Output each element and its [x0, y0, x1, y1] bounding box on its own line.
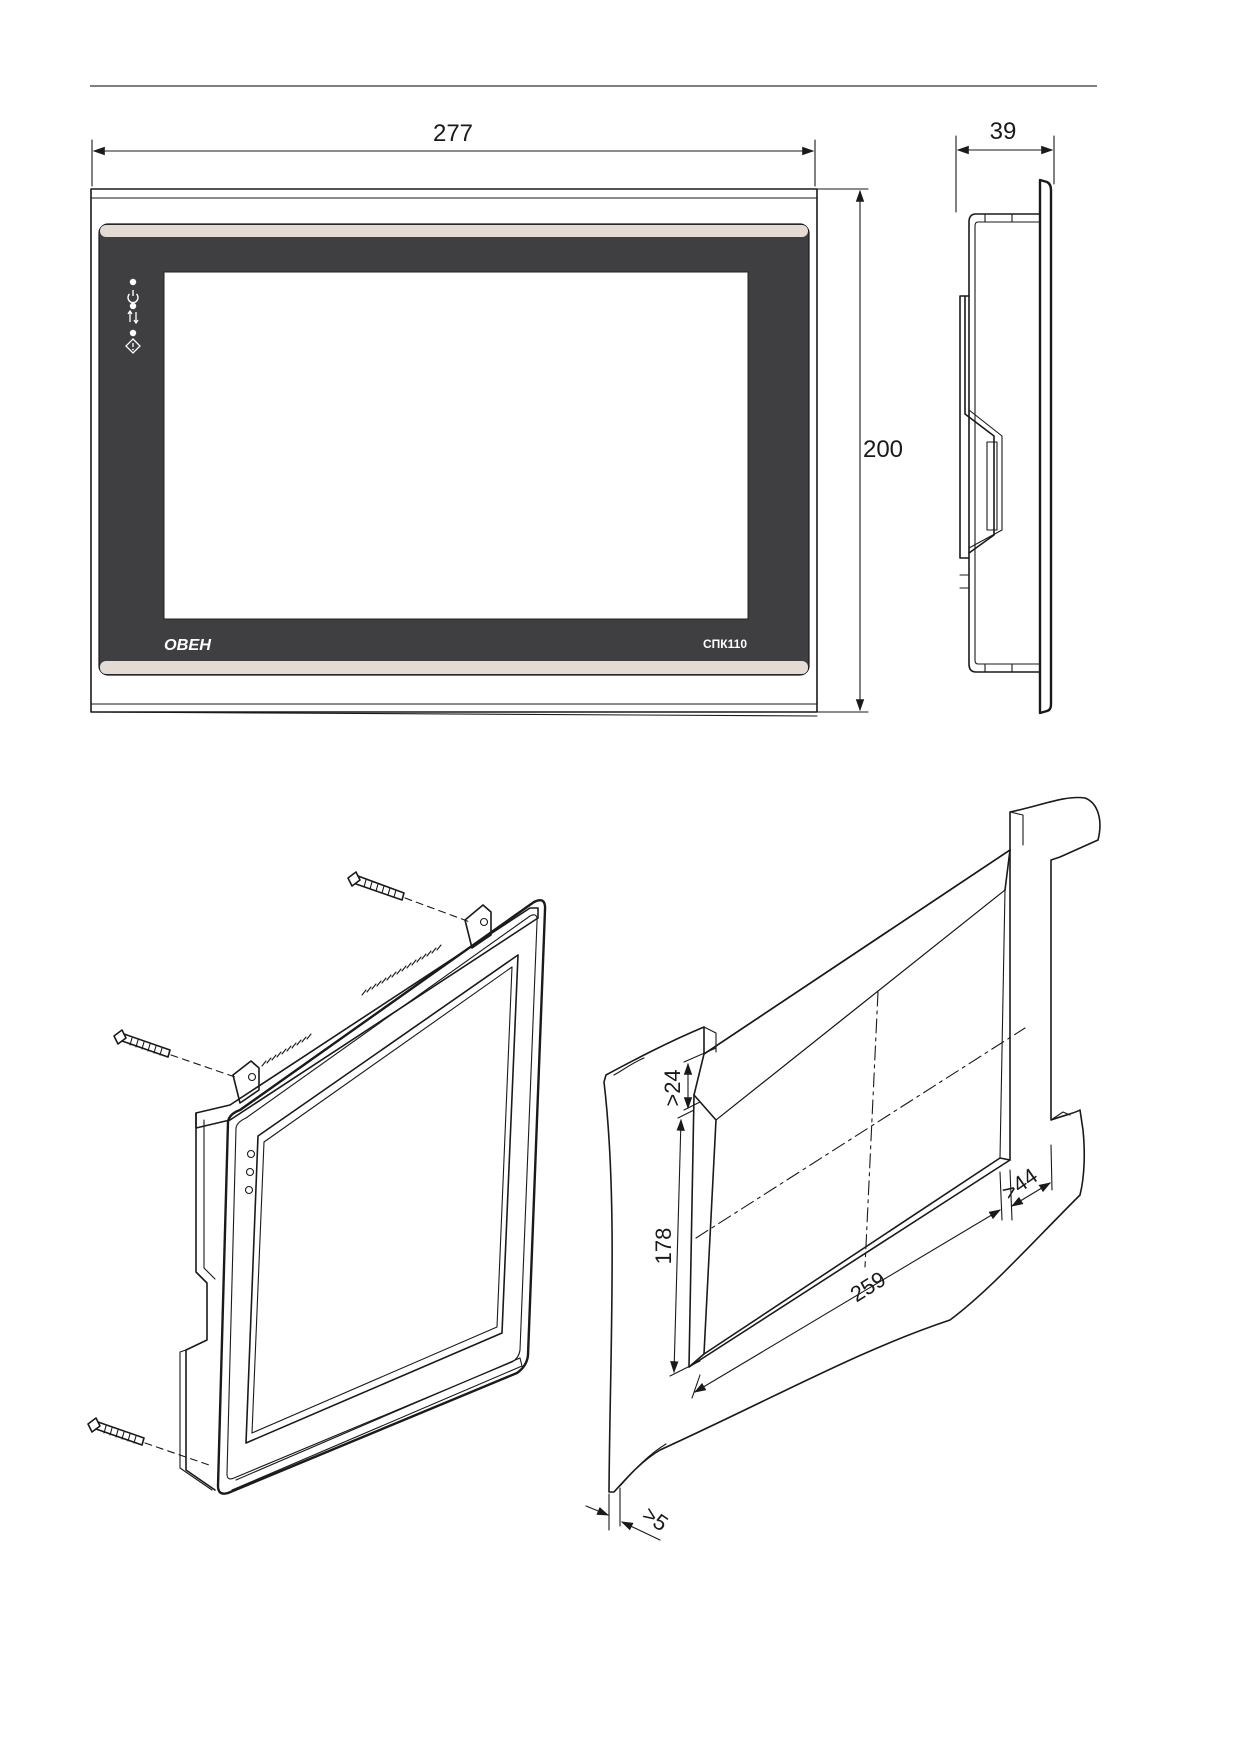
power-led-icon [129, 278, 137, 286]
data-transfer-icon [127, 309, 139, 325]
screw-bottom [87, 1417, 213, 1467]
dim-top-margin-label: >24 [660, 1069, 685, 1106]
screw-middle [113, 1029, 239, 1079]
dim-height-label: 178 [651, 1228, 676, 1265]
front-view: 277 200 [90, 120, 903, 717]
bottom-light-strip [100, 661, 808, 674]
power-icon [127, 290, 139, 304]
dim-width-label: 259 [846, 1266, 890, 1307]
display-screen [163, 271, 749, 620]
alarm-icon [125, 338, 141, 354]
status-led-icon [129, 329, 137, 337]
screw-top [347, 871, 471, 923]
model-label: СПК110 [703, 637, 747, 651]
depth-dimension-label: 39 [990, 118, 1017, 145]
top-light-strip [100, 225, 808, 237]
front-led-2-icon [245, 1167, 255, 1177]
isometric-device-view [87, 871, 547, 1495]
vent-slots [261, 944, 442, 1067]
outer-frame [90, 188, 818, 713]
dim-side-margin-label: >44 [997, 1163, 1042, 1205]
side-view: 39 [955, 118, 1055, 715]
panel-cutout-view: >24 178 259 >44 >5 [585, 796, 1101, 1541]
width-dimension-label: 277 [433, 120, 473, 147]
height-dimension-label: 200 [863, 436, 903, 463]
status-indicators [125, 278, 141, 354]
dim-thickness-label: >5 [638, 1501, 673, 1536]
link-led-icon [129, 302, 137, 310]
front-led-1-icon [246, 1149, 256, 1159]
front-led-3-icon [244, 1185, 254, 1195]
brand-logo: ОВЕН [164, 637, 211, 654]
